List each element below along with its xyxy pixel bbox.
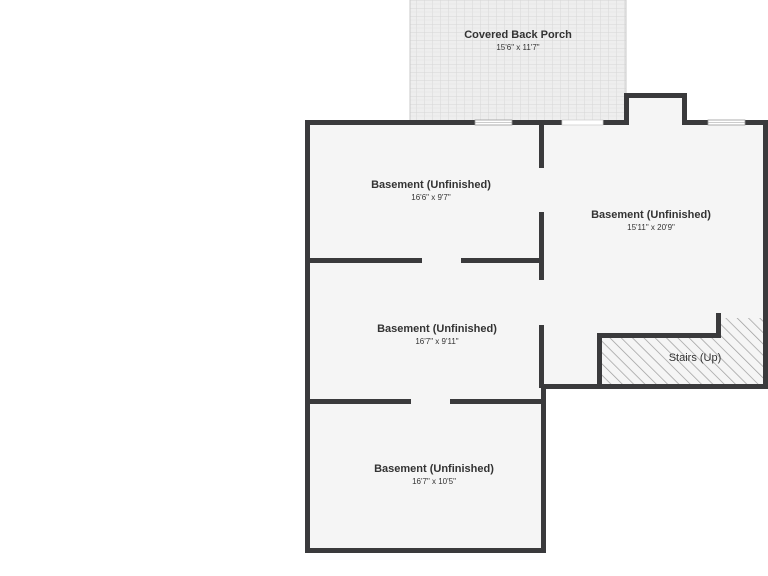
basement-bottom-dims: 16'7" x 10'5" xyxy=(412,477,456,486)
floor-left xyxy=(308,122,544,550)
floor-right xyxy=(544,95,764,386)
walls xyxy=(305,93,768,553)
basement-top-left-dims: 16'6" x 9'7" xyxy=(411,193,451,202)
basement-right-name: Basement (Unfinished) xyxy=(591,209,711,221)
basement-middle-name: Basement (Unfinished) xyxy=(377,323,497,335)
porch-floor xyxy=(410,0,626,122)
basement-bottom-name: Basement (Unfinished) xyxy=(374,463,494,475)
basement-right-dims: 15'11" x 20'9" xyxy=(627,223,675,232)
windows xyxy=(474,119,746,126)
porch-name: Covered Back Porch xyxy=(464,29,572,41)
stairs-label: Stairs (Up) xyxy=(669,352,722,364)
porch-dims: 15'6" x 11'7" xyxy=(496,43,539,52)
stairs-landing xyxy=(718,318,764,336)
stairs-area xyxy=(600,336,764,386)
basement-middle-dims: 16'7" x 9'11" xyxy=(415,337,458,346)
basement-top-left-name: Basement (Unfinished) xyxy=(371,179,491,191)
